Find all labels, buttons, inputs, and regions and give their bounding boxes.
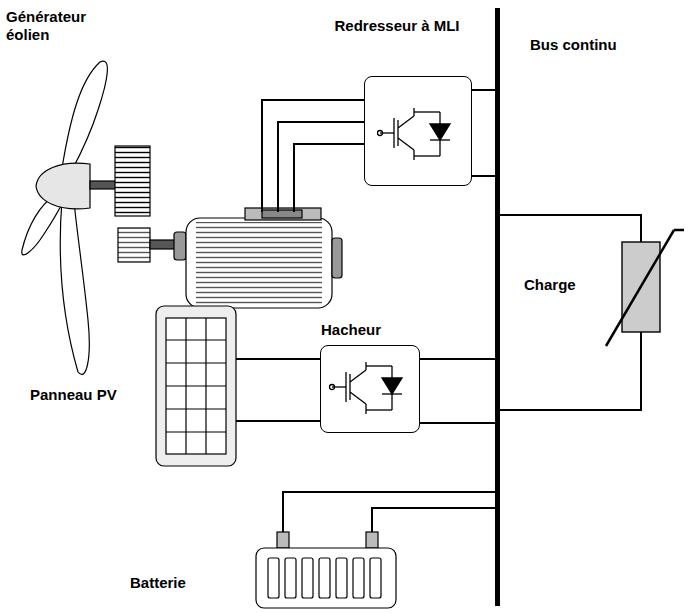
load-node: Charge (622, 242, 660, 332)
wire (278, 122, 364, 212)
node-label: Batterie (130, 574, 230, 592)
wire-connector (236, 359, 320, 421)
converter-box: Redresseur à MLI (364, 76, 472, 186)
pv-panel (156, 306, 236, 466)
dc-bus: Bus continu (495, 8, 500, 606)
node-label: Panneau PV (30, 386, 120, 404)
wire (500, 215, 641, 242)
wire (500, 332, 641, 410)
wire (472, 175, 495, 177)
wire (262, 100, 364, 212)
wire-connector (500, 215, 641, 410)
wire-connector (283, 492, 495, 532)
node-label: Charge (524, 276, 604, 294)
battery-body (256, 532, 396, 608)
battery-node: Batterie (256, 532, 396, 608)
wire (372, 508, 495, 532)
wire (472, 89, 495, 91)
pv-node: Panneau PV (156, 306, 236, 466)
wire (236, 358, 320, 360)
node-label: Bus continu (530, 36, 650, 54)
wire (294, 144, 364, 212)
variable-resistor (606, 230, 684, 346)
wire-connector (472, 90, 495, 176)
wire (420, 422, 495, 424)
wire-connector (420, 359, 495, 423)
node-label: Hacheur (321, 321, 411, 339)
node-label: Générateur éolien (6, 8, 116, 44)
wire-connector (262, 100, 364, 212)
wire (283, 492, 495, 532)
node-label: Redresseur à MLI (323, 17, 471, 35)
generator-node: Générateur éolien (184, 212, 334, 310)
wire (420, 358, 495, 360)
igbt-symbol (330, 108, 451, 414)
chopper-box: Hacheur (320, 345, 420, 433)
generator-machine (174, 208, 342, 308)
wire (236, 420, 320, 422)
